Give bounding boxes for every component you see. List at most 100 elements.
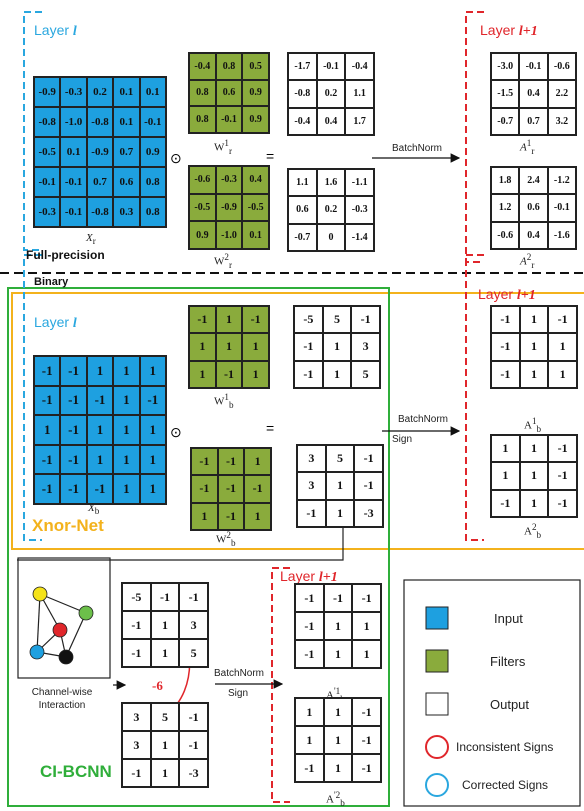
matrix-cell: -1: [548, 489, 577, 517]
matrix-cell: 0.3: [113, 197, 140, 227]
matrix-cell: 1.1: [288, 169, 317, 197]
matrix-cell: 1: [113, 444, 140, 475]
matrix-cell: -1: [34, 356, 61, 386]
matrix-cell: -1: [548, 306, 577, 334]
matrix-cell: 1: [322, 360, 352, 388]
matrix-cell: -0.6: [189, 166, 216, 194]
matrix-cell: -0.8: [86, 197, 114, 227]
matrix-cell: 1: [150, 759, 180, 787]
legend-filters-swatch: [425, 649, 449, 673]
matrix-cell: 1: [491, 435, 520, 463]
matrix-cell: -1.2: [547, 167, 576, 195]
ci-batchnorm-label: BatchNorm: [214, 668, 265, 679]
matrix-cell: 0.1: [113, 107, 140, 137]
matrix-cell: -1: [491, 360, 520, 388]
matrix-cell: 0.6: [113, 167, 140, 197]
matrix-cell: -1: [60, 356, 87, 386]
matrix-cell: 1: [244, 502, 271, 530]
matrix-cell: 1: [139, 444, 166, 475]
matrix-cell: 1: [34, 415, 61, 445]
matrix-cell: -5: [122, 583, 151, 611]
fp-layer-l-bracket: [23, 11, 42, 251]
matrix-cell: 2.2: [547, 80, 576, 108]
legend-inconsistent-swatch: [425, 735, 449, 759]
matrix-cell: 0.7: [113, 137, 140, 167]
matrix-cell: 0.9: [139, 137, 166, 167]
matrix-cell: 3.2: [547, 107, 576, 135]
matrix-cell: -0.7: [288, 223, 317, 251]
matrix-cell: 1: [189, 360, 216, 388]
matrix-cell: -0.1: [519, 53, 548, 81]
fp-w1-caption: W1r: [214, 138, 233, 156]
matrix-cell: 3: [179, 611, 208, 639]
matrix-cell: 2.4: [519, 167, 548, 195]
matrix-cell: 1: [519, 306, 549, 334]
matrix-cell: 1: [323, 640, 353, 668]
matrix-cell: 1: [139, 474, 166, 504]
matrix-cell: 5: [351, 360, 380, 388]
matrix-cell: -1: [295, 640, 324, 668]
matrix-cell: -0.3: [345, 196, 374, 224]
matrix-cell: 5: [322, 306, 352, 334]
matrix-cell: 0.6: [519, 194, 548, 222]
matrix-cell: 1: [139, 356, 166, 386]
matrix-cell: -0.4: [345, 53, 374, 81]
matrix-cell: 1.2: [491, 194, 520, 222]
correction-delta: -6: [152, 678, 163, 693]
matrix-cell: 1: [191, 502, 218, 530]
matrix-cell: 1: [295, 698, 324, 726]
matrix-cell: -1: [242, 306, 269, 334]
matrix-cell: 1: [548, 360, 577, 388]
matrix-cell: -0.7: [491, 107, 520, 135]
ci-layer-l1-label: Layer l+1: [280, 568, 338, 585]
matrix-cell: -1: [352, 754, 381, 782]
ci-sign-label: Sign: [228, 688, 249, 699]
matrix-cell: 0: [316, 223, 346, 251]
matrix-cell: -1: [179, 703, 208, 731]
matrix-cell: -1: [297, 499, 326, 527]
matrix-cell: -1: [139, 385, 166, 416]
matrix-cell: 1: [215, 333, 243, 361]
matrix-cell: 0.2: [316, 196, 346, 224]
ci-bcnn-title: CI-BCNN: [40, 762, 112, 781]
legend-corrected-swatch: [425, 773, 449, 797]
matrix-cell: 1: [491, 462, 520, 490]
matrix-cell: -1: [352, 698, 381, 726]
bin-a1-caption: A1b: [524, 416, 542, 434]
bin-conv-symbol: ⊙: [170, 424, 182, 440]
matrix-cell: 1: [139, 415, 166, 445]
matrix-cell: 1: [215, 306, 243, 334]
legend-input-label: Input: [494, 611, 523, 626]
matrix-cell: -1: [217, 448, 245, 476]
matrix-cell: 1: [150, 731, 180, 759]
matrix-cell: -1: [60, 444, 87, 475]
matrix-cell: -0.9: [86, 137, 114, 167]
legend-filters-label: Filters: [490, 654, 526, 669]
matrix-cell: 0.9: [189, 221, 216, 249]
matrix-cell: -1: [352, 726, 381, 754]
matrix-cell: -1: [122, 759, 151, 787]
matrix-cell: -0.1: [547, 194, 576, 222]
fp-a2-caption: A2r: [520, 252, 535, 270]
matrix-cell: 1.6: [316, 169, 346, 197]
matrix-cell: -1: [34, 474, 61, 504]
matrix-cell: 1: [548, 333, 577, 361]
matrix-cell: 1: [325, 499, 355, 527]
matrix-cell: -1: [86, 474, 114, 504]
matrix-cell: -1.4: [345, 223, 374, 251]
matrix-cell: 5: [150, 703, 180, 731]
fp-batchnorm-label: BatchNorm: [392, 143, 443, 154]
bin-layer-l1-label: Layer l+1: [478, 286, 536, 303]
matrix-cell: 0.6: [215, 79, 243, 107]
matrix-cell: 1.8: [491, 167, 520, 195]
fp-w2-caption: W2r: [214, 252, 233, 270]
matrix-cell: -0.9: [215, 193, 243, 222]
matrix-cell: -0.5: [189, 193, 216, 222]
